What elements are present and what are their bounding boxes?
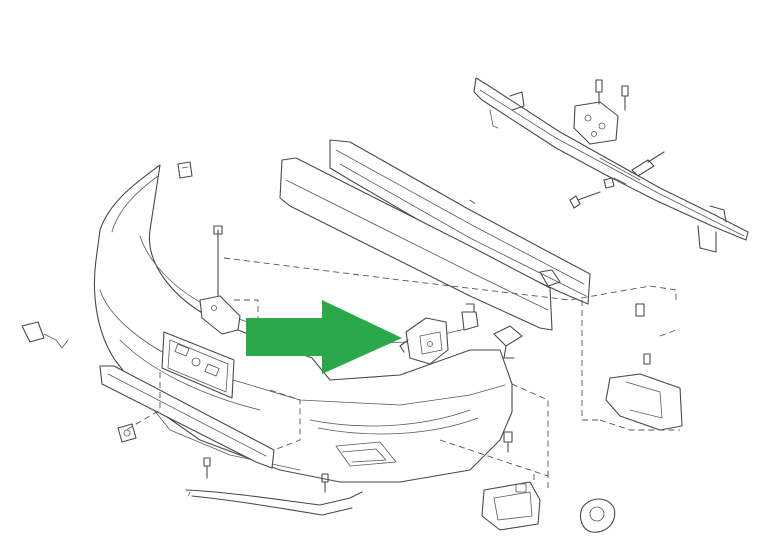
upper-support-beam (473, 77, 749, 253)
clip-icon-left (21, 321, 69, 349)
bolt-icon-bottom (203, 431, 513, 493)
side-bracket-left (199, 225, 241, 335)
energy-absorber-bar (279, 157, 553, 331)
lower-spoiler-lip (185, 489, 363, 516)
fog-lamp-bracket (481, 481, 541, 531)
lower-grille-strip (99, 365, 275, 469)
upper-bracket-plate (573, 101, 619, 145)
fender-bracket-right (605, 303, 683, 431)
clip-icon-top (177, 161, 193, 179)
bumper-mounting-bracket (399, 317, 449, 365)
side-bracket-right (493, 325, 523, 359)
license-plate-holder (161, 331, 235, 399)
fog-lamp-icon (579, 498, 616, 533)
highlight-arrow (246, 300, 402, 374)
bumper-reinforcement (329, 139, 591, 305)
clip-icon-lower-left (117, 423, 137, 443)
retainer-clip-center (461, 303, 479, 331)
bolt-icon-group-top (569, 79, 665, 209)
